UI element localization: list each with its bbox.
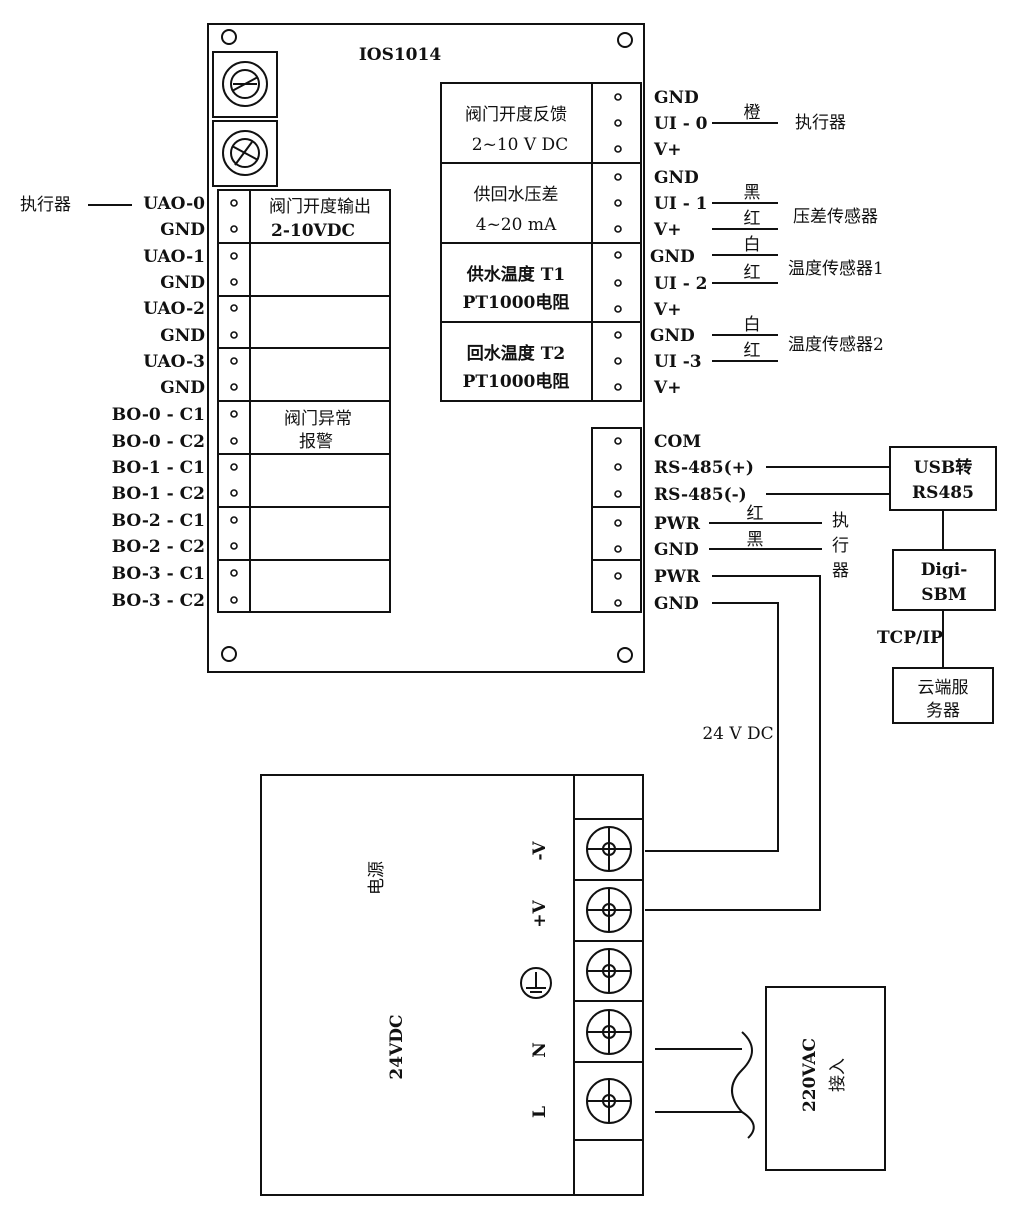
pin-label: GND [160,378,205,398]
device-label: 压差传感器 [793,207,878,227]
pin-label: UI -3 [654,352,702,372]
mounting-hole-icon [617,32,633,48]
digi-label-line1: Digi- [921,560,968,580]
pin-label: RS-485(-) [654,485,747,505]
psu-name: 电源 [367,861,387,895]
pin-label: UAO-0 [143,194,205,214]
terminal-label: -V [530,841,550,861]
pin-label: GND [650,326,695,346]
input-desc-line2: PT1000电阻 [463,292,570,313]
vertical-actuator-label: 执行器 [828,511,849,586]
pin-label: PWR [654,567,701,587]
usb-label-line2: RS485 [912,483,974,503]
pin-label: GND [654,168,699,188]
ac-input-box [765,986,886,1171]
pin-label: BO-2 - C1 [112,511,205,531]
pin-label: BO-0 - C1 [112,405,205,425]
wire-color: 红 [747,504,764,524]
pin-label: V+ [653,220,681,240]
terminal-label: +V [530,899,550,927]
pin-label: GND [654,88,699,108]
device-label: 执行器 [795,113,846,133]
pin-label: GND [654,540,699,560]
pin-label: UI - 2 [654,274,708,294]
input-desc-line2: PT1000电阻 [463,371,570,392]
pin-label: V+ [653,300,681,320]
terminal-label: L [530,1106,550,1118]
pin-label: BO-3 - C1 [112,564,205,584]
rotary-switch-icon [212,120,278,187]
ao-desc-line2: 2-10VDC [271,221,355,241]
power-supply-unit [260,774,644,1196]
wire-color: 黑 [744,183,761,203]
bo-desc-line2: 报警 [299,432,333,452]
wire-color: 白 [744,315,761,335]
wire-color: 红 [744,263,761,283]
output-pin-labels: UAO-0 GND UAO-1 GND UAO-2 GND UAO-3 GND … [112,194,206,611]
pin-label: GND [160,220,205,240]
pin-label: UI - 1 [654,194,708,214]
pin-label: UAO-2 [143,299,205,319]
wire-color: 红 [744,209,761,229]
pin-label: GND [654,594,699,614]
input-desc-line2: 4~20 mA [476,215,557,235]
pin-label: BO-1 - C2 [112,484,205,504]
digi-label-line2: SBM [921,585,967,605]
usb-label-line1: USB转 [914,457,972,478]
wire-color: 黑 [747,530,764,550]
left-actuator-label: 执行器 [20,195,71,215]
pin-label: PWR [654,514,701,534]
pin-label: GND [160,326,205,346]
wire-color: 红 [744,341,761,361]
ground-icon [520,967,552,999]
pin-label: BO-0 - C2 [112,432,205,452]
pin-label: GND [650,247,695,267]
controller-board [207,23,645,673]
ao-desc-line1: 阀门开度输出 [269,197,371,217]
ac-label-line2: 接入 [828,1058,848,1092]
mounting-hole-icon [221,29,237,45]
pin-label: V+ [653,140,681,160]
psu-rating: 24VDC [387,1014,407,1079]
wire-color: 橙 [744,103,761,123]
cloud-label-line1: 云端服 [918,678,969,698]
pin-label: COM [654,432,701,452]
tcpip-label: TCP/IP [877,628,943,648]
pin-label: BO-1 - C1 [112,458,205,478]
comm-terminal-block [591,427,642,613]
wire-color: 白 [744,235,761,255]
pin-label: V+ [653,378,681,398]
cloud-label-line2: 务器 [926,701,960,721]
pin-label: GND [160,273,205,293]
mounting-hole-icon [617,647,633,663]
pin-label: UI - 0 [654,114,708,134]
bo-desc-line1: 阀门异常 [284,409,352,429]
input-desc-line1: 供回水压差 [474,185,559,205]
input-desc-line1: 供水温度 T1 [466,264,565,285]
screw-terminal-icon [586,826,632,1124]
pin-label: UAO-1 [143,247,205,267]
pin-label: UAO-3 [143,352,205,372]
pin-label: RS-485(+) [654,458,754,478]
board-model: IOS1014 [359,45,442,65]
ac-label-line1: 220VAC [800,1038,820,1112]
pin-label: BO-3 - C2 [112,591,205,611]
pin-label: BO-2 - C2 [112,537,205,557]
mounting-hole-icon [221,646,237,662]
device-label: 温度传感器2 [788,335,884,355]
rotary-switch-icon [212,51,278,118]
device-label: 温度传感器1 [788,259,884,279]
cloud-server [892,667,994,724]
terminal-label: N [530,1042,550,1058]
input-desc-line2: 2~10 V DC [472,135,568,155]
dc-voltage-label: 24 V DC [702,724,773,744]
input-desc-line1: 阀门开度反馈 [465,105,567,125]
input-desc-line1: 回水温度 T2 [467,343,565,364]
